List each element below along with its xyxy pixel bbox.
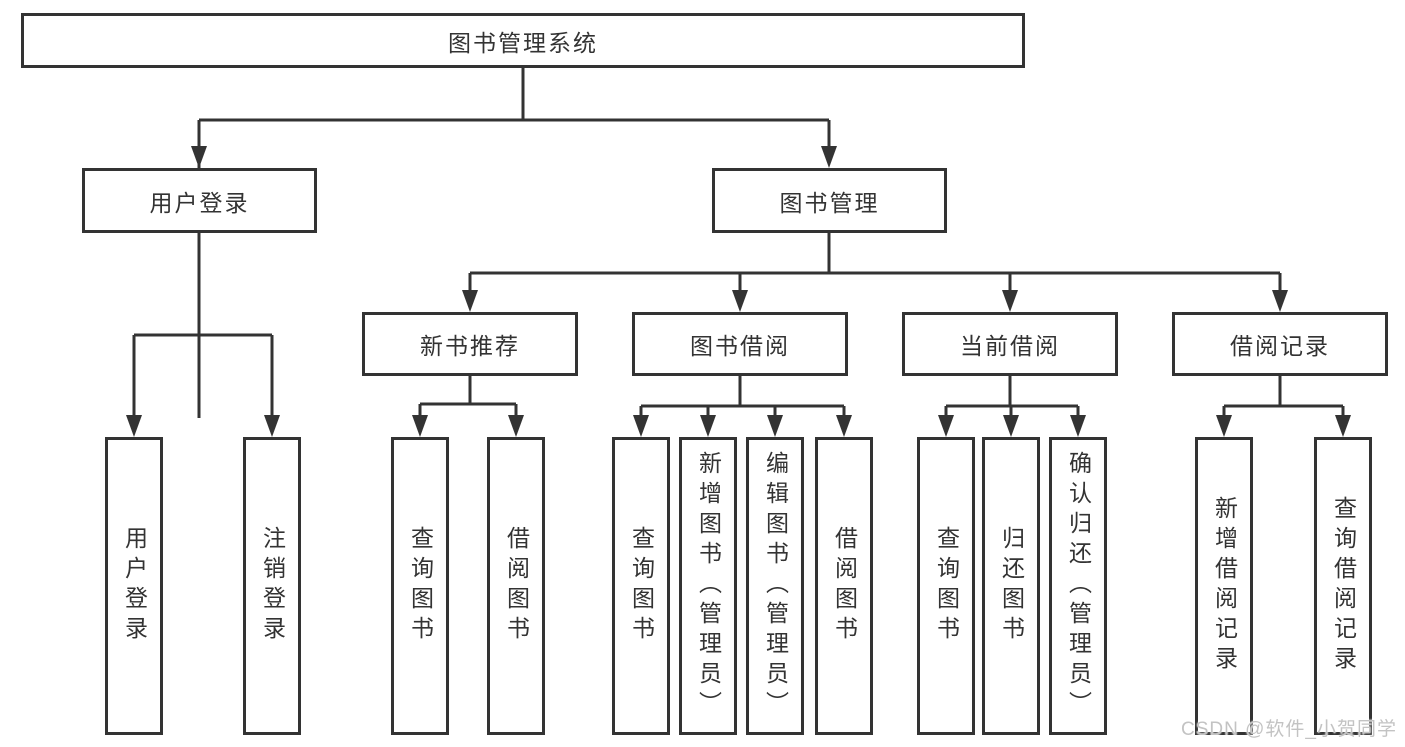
node-label: 借阅记录 xyxy=(1230,333,1330,359)
node-label: 确认归还（管理员） xyxy=(1065,451,1092,721)
connector-borrow-record xyxy=(1222,376,1345,419)
connector-root xyxy=(197,68,831,418)
node-label: 图书借阅 xyxy=(690,333,790,359)
node-label: 注销登录 xyxy=(259,526,286,646)
leaf-borrow-book-1: 借阅图书 xyxy=(487,437,545,735)
arrow-b2 xyxy=(508,415,524,437)
arrow-c3 xyxy=(767,415,783,437)
node-borrow-record: 借阅记录 xyxy=(1172,312,1388,376)
node-current-borrow: 当前借阅 xyxy=(902,312,1118,376)
node-label: 编辑图书（管理员） xyxy=(762,451,789,721)
node-library-management-system: 图书管理系统 xyxy=(21,13,1025,68)
arrow-root-right xyxy=(821,146,837,168)
node-label: 新书推荐 xyxy=(420,333,520,359)
arrow-c1 xyxy=(633,415,649,437)
node-label: 归还图书 xyxy=(998,526,1025,646)
arrow-c4 xyxy=(836,415,852,437)
leaf-query-book-2: 查询图书 xyxy=(612,437,670,735)
leaf-add-borrow-record: 新增借阅记录 xyxy=(1195,437,1253,735)
arrow-a2 xyxy=(264,415,280,437)
connector-new-book xyxy=(418,376,518,419)
leaf-logout: 注销登录 xyxy=(243,437,301,735)
node-label: 查询图书 xyxy=(407,526,434,646)
arrow-e1 xyxy=(1216,415,1232,437)
node-label: 新增图书（管理员） xyxy=(695,451,722,721)
arrow-l3c xyxy=(1002,290,1018,312)
arrow-root-left xyxy=(191,146,207,168)
leaf-confirm-return-admin: 确认归还（管理员） xyxy=(1049,437,1107,735)
arrow-l3a xyxy=(462,290,478,312)
node-label: 当前借阅 xyxy=(960,333,1060,359)
node-label: 借阅图书 xyxy=(503,526,530,646)
leaf-query-borrow-record: 查询借阅记录 xyxy=(1314,437,1372,735)
leaf-edit-book-admin: 编辑图书（管理员） xyxy=(746,437,804,735)
node-label: 查询借阅记录 xyxy=(1330,496,1357,676)
leaf-return-book: 归还图书 xyxy=(982,437,1040,735)
csdn-watermark: CSDN @软件_小贺同学 xyxy=(1181,719,1397,740)
connector-book-mgmt xyxy=(468,233,1282,294)
leaf-user-login: 用户登录 xyxy=(105,437,163,735)
node-label: 图书管理 xyxy=(779,189,880,216)
arrow-l3b xyxy=(732,290,748,312)
node-label: 查询图书 xyxy=(628,526,655,646)
arrow-l3d xyxy=(1272,290,1288,312)
node-label: 用户登录 xyxy=(121,526,148,646)
arrow-d1 xyxy=(938,415,954,437)
node-user-login: 用户登录 xyxy=(82,168,317,233)
node-label: 用户登录 xyxy=(149,189,250,216)
arrow-d3 xyxy=(1070,415,1086,437)
arrow-b1 xyxy=(412,415,428,437)
connector-current-borrow xyxy=(944,376,1080,419)
arrow-c2 xyxy=(700,415,716,437)
node-new-book-recommend: 新书推荐 xyxy=(362,312,578,376)
connector-book-borrow xyxy=(639,376,846,419)
leaf-query-book-1: 查询图书 xyxy=(391,437,449,735)
arrow-e2 xyxy=(1335,415,1351,437)
arrow-a1 xyxy=(126,415,142,437)
node-label: 查询图书 xyxy=(933,526,960,646)
leaf-borrow-book-2: 借阅图书 xyxy=(815,437,873,735)
node-label: 借阅图书 xyxy=(831,526,858,646)
leaf-add-book-admin: 新增图书（管理员） xyxy=(679,437,737,735)
node-label: 新增借阅记录 xyxy=(1211,496,1238,676)
arrow-d2 xyxy=(1003,415,1019,437)
leaf-query-book-3: 查询图书 xyxy=(917,437,975,735)
node-book-borrow: 图书借阅 xyxy=(632,312,848,376)
node-book-management: 图书管理 xyxy=(712,168,947,233)
connector-user-login xyxy=(132,233,274,419)
node-label: 图书管理系统 xyxy=(448,29,598,56)
